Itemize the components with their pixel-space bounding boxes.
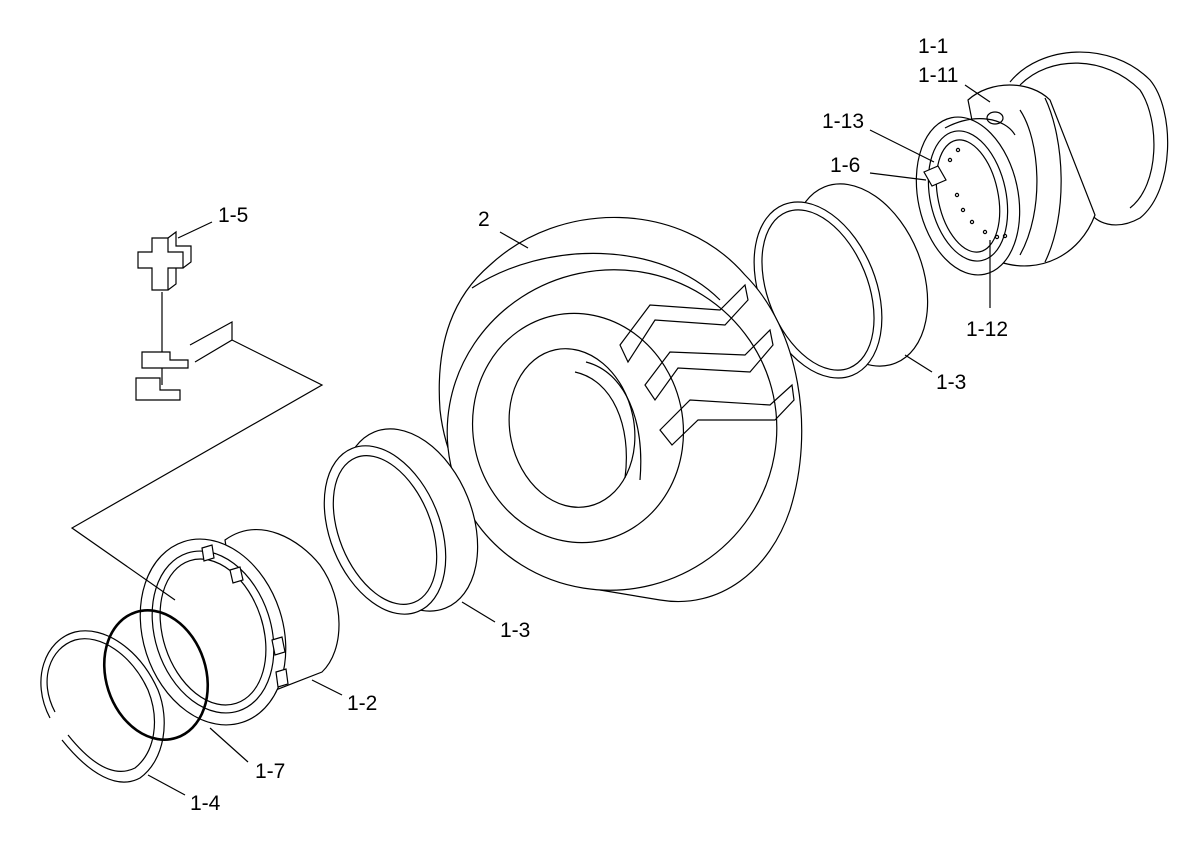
label-1-13: 1-13 [822,110,864,133]
rim-assembly [915,51,1169,276]
label-1-2: 1-2 [347,692,377,715]
label-1-11: 1-11 [918,64,958,87]
label-1-12: 1-12 [966,318,1008,341]
leader-lines [147,84,991,796]
right-flange-ring [753,183,929,379]
tire [438,216,803,602]
lock-ring [139,529,340,726]
label-1-4: 1-4 [190,792,221,815]
label-1-3-left: 1-3 [500,619,530,642]
o-ring [102,609,210,741]
label-2: 2 [478,208,490,231]
label-1-5: 1-5 [218,204,248,227]
side-ring [40,630,165,783]
label-1-6: 1-6 [830,154,860,177]
left-flange-ring [323,428,479,615]
lock-pin [923,165,947,187]
label-1-1: 1-1 [918,35,948,58]
label-1-7: 1-7 [255,760,285,783]
label-1-3-right: 1-3 [936,371,966,394]
key-detail [70,230,324,601]
valve-hole [986,111,1004,125]
callout-labels: 1-1 1-11 1-13 1-6 1-12 1-3 2 1-5 1-3 1-2… [190,35,1008,815]
